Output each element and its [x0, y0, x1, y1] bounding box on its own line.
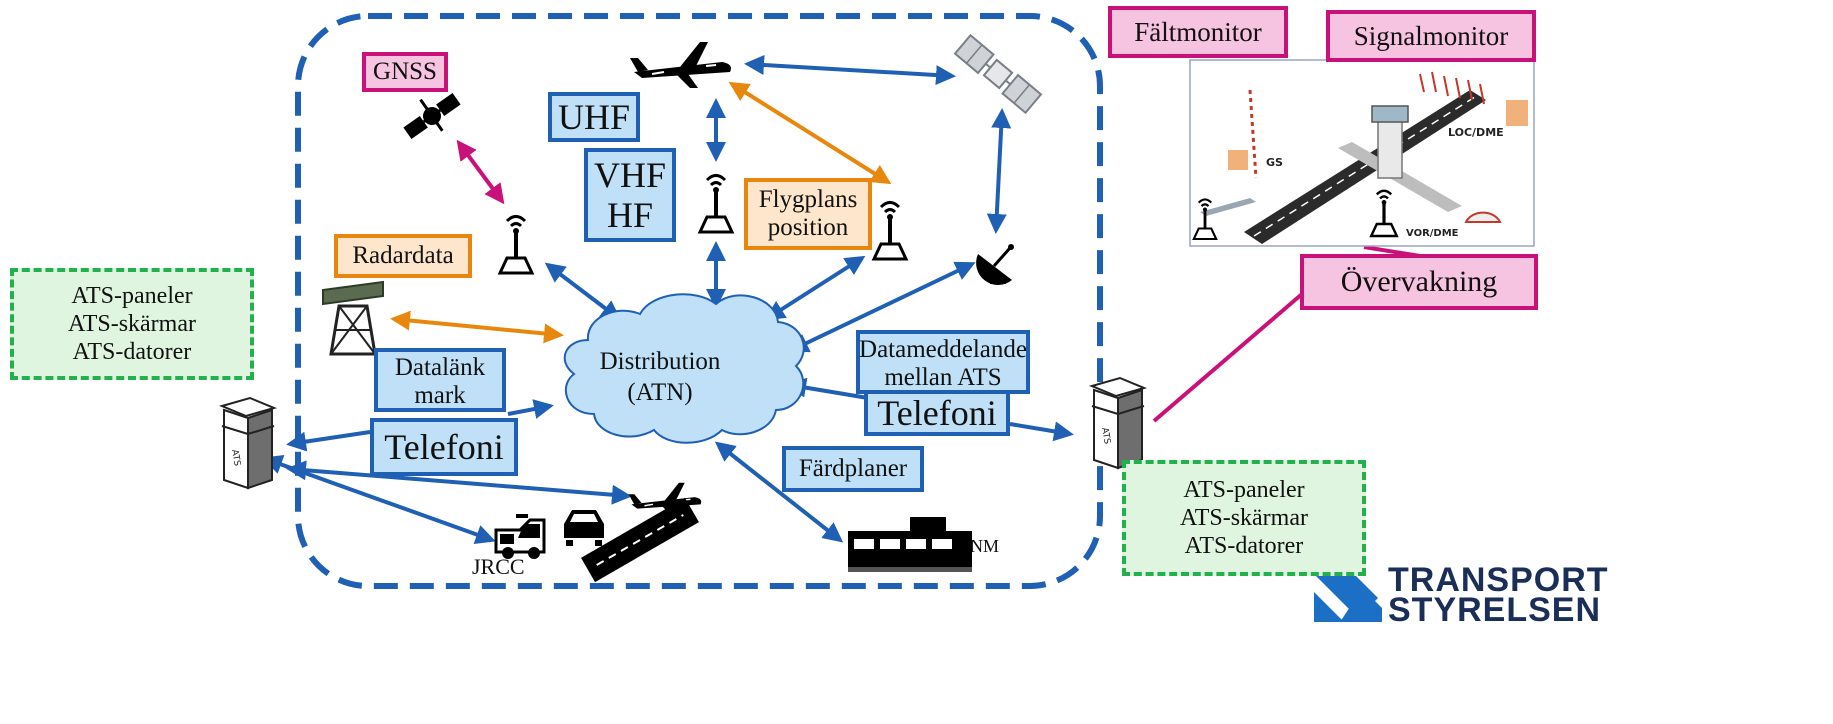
- aircraft-icon: [629, 41, 732, 89]
- link-satellite-dish: [986, 108, 1012, 234]
- ats-tower-label: ATS: [1099, 427, 1112, 445]
- telefoni-right-box: Telefoni: [864, 390, 1010, 436]
- link-gnss-antenna: [456, 139, 505, 205]
- link-antenna-distribution-left: [544, 262, 622, 321]
- signalmonitor-box: Signalmonitor: [1326, 10, 1536, 62]
- uhf-box: UHF: [548, 92, 640, 142]
- link-aircraft-position: [728, 81, 892, 185]
- antenna-icon: [498, 214, 534, 275]
- antenna-icon: [872, 200, 908, 261]
- link-aircraft-satellite: [744, 54, 956, 86]
- jrcc-label: JRCC: [472, 554, 525, 579]
- telefoni-left-box: Telefoni: [370, 418, 518, 476]
- link-dish-distribution: [788, 261, 976, 353]
- hf-label: HF: [606, 195, 654, 235]
- radardata-box: Radardata: [334, 234, 472, 278]
- airport-map-icon: GS LOC/DME VOR/DME: [1189, 59, 1535, 247]
- ats-left-line1: ATS-paneler: [71, 282, 193, 309]
- link-ats-overvakning: [1152, 292, 1304, 423]
- building-icon: [848, 517, 972, 572]
- distribution-cloud: [563, 293, 805, 444]
- telefoni-left-label: Telefoni: [384, 426, 504, 467]
- ats-left-line3: ATS-datorer: [72, 339, 192, 366]
- fardplaner-label: Färdplaner: [798, 455, 908, 482]
- ats-left-box: ATS-paneler ATS-skärmar ATS-datorer: [10, 268, 254, 380]
- link-radar-distribution: [390, 310, 564, 344]
- ats-right-line2: ATS-skärmar: [1180, 504, 1308, 531]
- distribution-text: Distribution: [599, 348, 721, 375]
- ats-tower-icon: [221, 397, 275, 489]
- ats-left-line2: ATS-skärmar: [68, 310, 196, 337]
- antenna-icon: [698, 173, 734, 234]
- nm-label: NM: [970, 536, 1000, 556]
- ats-right-line3: ATS-datorer: [1184, 533, 1304, 560]
- mark-label: mark: [414, 382, 466, 409]
- faltmonitor-label: Fältmonitor: [1134, 16, 1262, 47]
- vhf-hf-box: VHF HF: [584, 148, 676, 242]
- flygplans-position-box: Flygplans position: [744, 178, 872, 250]
- flygplans-label: Flygplans: [758, 186, 858, 213]
- ats-right-line1: ATS-paneler: [1183, 476, 1305, 503]
- airport-gs-label: GS: [1266, 156, 1283, 169]
- datameddelande-label: Datameddelande: [859, 336, 1027, 363]
- fardplaner-box: Färdplaner: [782, 446, 924, 492]
- uhf-label: UHF: [557, 96, 631, 137]
- mellan-ats-label: mellan ATS: [884, 364, 1002, 391]
- telefoni-right-label: Telefoni: [877, 392, 997, 433]
- ambulance-icon: [494, 514, 546, 559]
- airport-loc-label: LOC/DME: [1448, 126, 1504, 139]
- logo-line2: STYRELSEN: [1388, 591, 1602, 629]
- ats-tower-icon: [1091, 377, 1145, 469]
- gnss-box: GNSS: [362, 52, 448, 92]
- overvakning-label: Övervakning: [1340, 265, 1498, 299]
- link-telefoni-ats-right: [1009, 421, 1074, 442]
- distribution-label: Distribution (ATN): [580, 346, 740, 409]
- link-ats-aircraft: [286, 460, 632, 505]
- runway-icon: [581, 497, 699, 583]
- datalank-label: Datalänk: [394, 354, 486, 381]
- ats-tower-label: ATS: [229, 449, 242, 467]
- datalank-box: Datalänk mark: [374, 348, 506, 412]
- link-antenna-distribution-right: [764, 255, 866, 321]
- atn-text: (ATN): [627, 379, 693, 407]
- faltmonitor-box: Fältmonitor: [1108, 6, 1288, 58]
- radar-tower-icon: [322, 280, 384, 356]
- airport-vor-label: VOR/DME: [1406, 228, 1459, 239]
- vhf-label: VHF: [593, 154, 667, 195]
- link-distribution-nm: [714, 441, 844, 543]
- logo-line1: TRANSPORT: [1388, 561, 1609, 599]
- signalmonitor-label: Signalmonitor: [1353, 20, 1509, 51]
- link-ats-left-telefoni: [286, 430, 371, 452]
- link-telefoni-distribution: [507, 399, 554, 419]
- car-icon: [564, 510, 604, 546]
- overvakning-box: Övervakning: [1300, 254, 1538, 310]
- satellite-dish-icon: [976, 244, 1014, 285]
- ats-right-box: ATS-paneler ATS-skärmar ATS-datorer: [1122, 460, 1366, 576]
- network-boundary: [295, 13, 1103, 589]
- datameddelande-box: Datameddelande mellan ATS: [856, 330, 1030, 394]
- gnss-label: GNSS: [373, 58, 437, 85]
- radardata-label: Radardata: [352, 242, 454, 269]
- position-label: position: [767, 214, 849, 241]
- satellite-icon: [953, 33, 1043, 115]
- gnss-satellite-icon: [403, 93, 461, 139]
